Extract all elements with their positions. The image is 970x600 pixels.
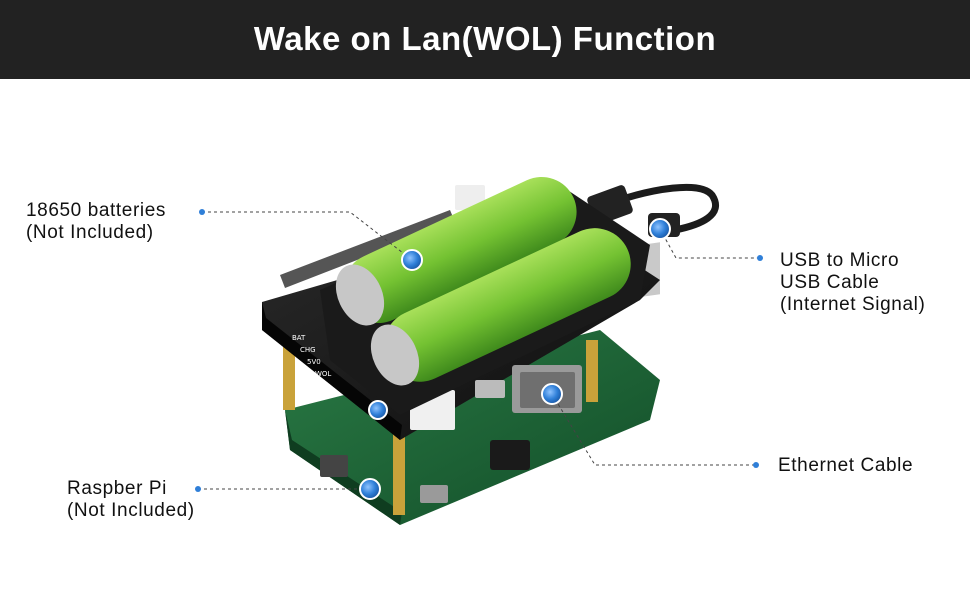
callout-raspberry: Raspber Pi (Not Included) — [67, 478, 195, 522]
callout-raspberry-line2: (Not Included) — [67, 500, 195, 521]
raspberry-marker-icon — [359, 478, 381, 500]
callout-batteries: 18650 batteries (Not Included) — [26, 200, 166, 244]
callout-leader-lines — [198, 211, 760, 490]
battery-marker-icon — [401, 249, 423, 271]
battery-1 — [335, 176, 577, 326]
callout-ethernet: Ethernet Cable — [778, 455, 913, 477]
callout-batteries-line1: 18650 batteries — [26, 200, 166, 221]
svg-text:BAT: BAT — [292, 334, 306, 342]
callout-ethernet-line1: Ethernet Cable — [778, 455, 914, 476]
callout-raspberry-line1: Raspber Pi — [67, 478, 167, 499]
callout-batteries-line2: (Not Included) — [26, 222, 154, 243]
svg-text:CHG: CHG — [300, 346, 316, 354]
callout-usb-line2: USB Cable — [780, 272, 880, 293]
leader-endpoints — [195, 209, 763, 492]
callout-usb-line3: (Internet Signal) — [780, 294, 926, 315]
page-title: Wake on Lan(WOL) Function — [253, 19, 717, 57]
header-bar: Wake on Lan(WOL) Function — [0, 0, 970, 79]
svg-text:5V0: 5V0 — [307, 358, 321, 366]
callout-usb: USB to Micro USB Cable (Internet Signal) — [780, 250, 925, 316]
battery-2 — [370, 228, 631, 386]
marker-icons — [359, 218, 671, 500]
usb-marker-icon — [649, 218, 671, 240]
callout-usb-line1: USB to Micro — [780, 250, 900, 271]
hat-marker-icon — [368, 400, 388, 420]
ethernet-marker-icon — [541, 383, 563, 405]
svg-text:WOL: WOL — [315, 370, 331, 378]
